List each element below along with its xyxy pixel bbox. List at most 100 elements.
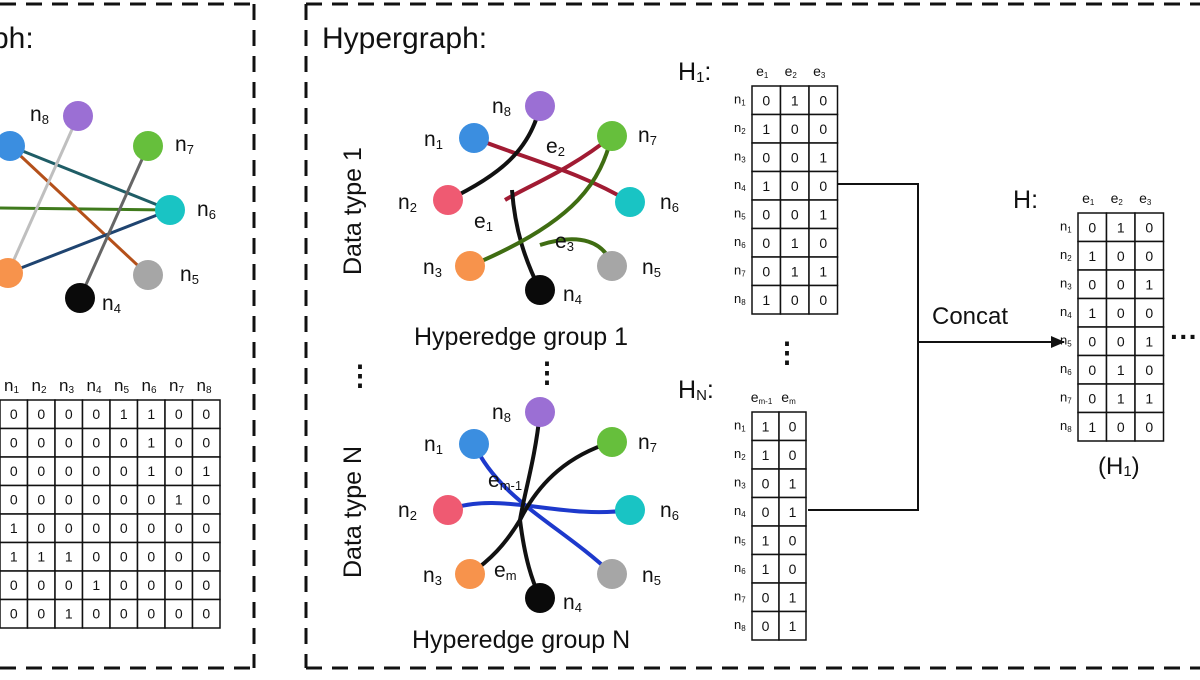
adj-cell-border (81, 427, 111, 458)
hgn-node-n2 (433, 495, 463, 525)
h1-cell-border (808, 113, 839, 144)
adj-cell-border (191, 570, 221, 601)
adj-cell-value: 0 (10, 406, 18, 422)
hyperedge-group-n-caption: Hyperedge group N (412, 626, 630, 654)
data-type-1-label: Data type 1 (339, 147, 367, 275)
adj-cell-value: 0 (65, 577, 73, 593)
hn-cell-value: 0 (789, 418, 797, 434)
adj-cell-value: 0 (202, 435, 210, 451)
hn-row-header: n1 (734, 417, 746, 433)
h1-cell-value: 0 (762, 206, 770, 222)
h-cell-value: 1 (1088, 248, 1096, 264)
simple-graph: n8 n7 n6 n5 n4 (0, 101, 216, 316)
adj-cell-value: 0 (120, 577, 128, 593)
h1-cell-value: 0 (762, 149, 770, 165)
hgn-node-n1 (459, 429, 489, 459)
hgn-node-label-n6: n6 (660, 499, 679, 523)
adj-cell-value: 0 (147, 549, 155, 565)
graph-node-n3 (0, 258, 23, 288)
h-cell-value: 0 (1117, 419, 1125, 435)
h-row-header: n5 (1060, 332, 1072, 348)
hn-cell-border (751, 525, 780, 556)
incidence-hn-label: HN: (678, 376, 714, 404)
hn-cell-value: 0 (762, 589, 770, 605)
edge-label-e1: e1 (474, 210, 493, 234)
hgn-node-n5 (597, 559, 627, 589)
hn-cell-border (778, 411, 807, 442)
graph-edge-n1-n6 (9, 144, 171, 212)
graph-node-n5 (133, 260, 163, 290)
hn-cell-border (778, 553, 807, 584)
hyperedge-e1 (447, 105, 542, 202)
graph-edge-n1-n5 (8, 144, 150, 277)
adj-cell-value: 0 (37, 406, 45, 422)
adj-cell-value: 0 (92, 492, 100, 508)
adj-cell-value: 0 (175, 577, 183, 593)
h-cell-value: 1 (1117, 219, 1125, 235)
h-cell-border (1077, 411, 1108, 442)
hg1-node-n3 (455, 251, 485, 281)
h1-cell-border (779, 227, 810, 258)
graph-node-n7 (133, 131, 163, 161)
hgn-node-label-n8: n8 (492, 401, 511, 425)
h-row-header: n2 (1060, 247, 1072, 263)
h-cell-value: 0 (1088, 362, 1096, 378)
h1-cell-value: 0 (791, 178, 799, 194)
h1-cell-border (808, 170, 839, 201)
hn-cell-value: 1 (789, 475, 797, 491)
h1-cell-value: 0 (791, 149, 799, 165)
adj-cell-value: 0 (147, 520, 155, 536)
hg1-node-label-n4: n4 (563, 283, 582, 307)
data-type-n-label: Data type N (339, 446, 367, 578)
adj-cell-value: 0 (92, 435, 100, 451)
hypergraph-n-nodes (433, 397, 645, 613)
h-cell-value: 0 (1117, 276, 1125, 292)
h-cell-value: 0 (1117, 248, 1125, 264)
hn-cell-value: 1 (789, 504, 797, 520)
hg1-node-label-n5: n5 (642, 256, 661, 280)
h1-cell-border (808, 227, 839, 258)
hg1-node-label-n6: n6 (660, 191, 679, 215)
h1-row-header: n4 (734, 177, 746, 193)
adj-col-header-n4: n4 (87, 376, 102, 396)
graph-edge-n3-n6 (7, 208, 171, 275)
graph-node-label-n6: n6 (197, 198, 216, 222)
adj-cell-border (109, 570, 139, 601)
adj-cell-value: 0 (147, 606, 155, 622)
hgn-node-label-n4: n4 (563, 591, 582, 615)
adj-cell-value: 0 (202, 520, 210, 536)
h1-cell-border (808, 199, 839, 230)
adj-cell-value: 0 (202, 492, 210, 508)
hn-cell-value: 0 (789, 447, 797, 463)
adj-cell-value: 0 (65, 463, 73, 479)
h1-row-header: n3 (734, 148, 746, 164)
adj-cell-value: 0 (37, 492, 45, 508)
adj-cell-border (136, 541, 166, 572)
concat-label: Concat (932, 303, 1008, 330)
adj-cell-value: 1 (10, 520, 18, 536)
h1-row-header: n5 (734, 205, 746, 221)
adj-cell-value: 0 (120, 520, 128, 536)
h1-cell-value: 1 (819, 263, 827, 279)
hgn-node-label-n1: n1 (424, 433, 443, 457)
hyperedge-em-1-branch (447, 501, 631, 515)
adj-col-header-n2: n2 (32, 376, 47, 396)
graph-node-n6 (155, 195, 185, 225)
adj-cell-value: 0 (65, 435, 73, 451)
hn-cell-border (751, 496, 780, 527)
h1-cell-value: 0 (819, 235, 827, 251)
hgn-node-label-n3: n3 (423, 564, 442, 588)
hn-cell-value: 1 (789, 589, 797, 605)
graph-node-n4 (65, 283, 95, 313)
adj-cell-border (0, 513, 29, 544)
trailing-dots: ··· (1170, 321, 1198, 352)
hg1-node-label-n2: n2 (398, 191, 417, 215)
hn-cell-value: 0 (789, 561, 797, 577)
h-cell-border (1077, 354, 1108, 385)
h1-cell-value: 0 (762, 263, 770, 279)
hn-cell-value: 1 (762, 561, 770, 577)
hn-row-header: n2 (734, 446, 746, 462)
hyperedge-e3 (469, 135, 614, 268)
